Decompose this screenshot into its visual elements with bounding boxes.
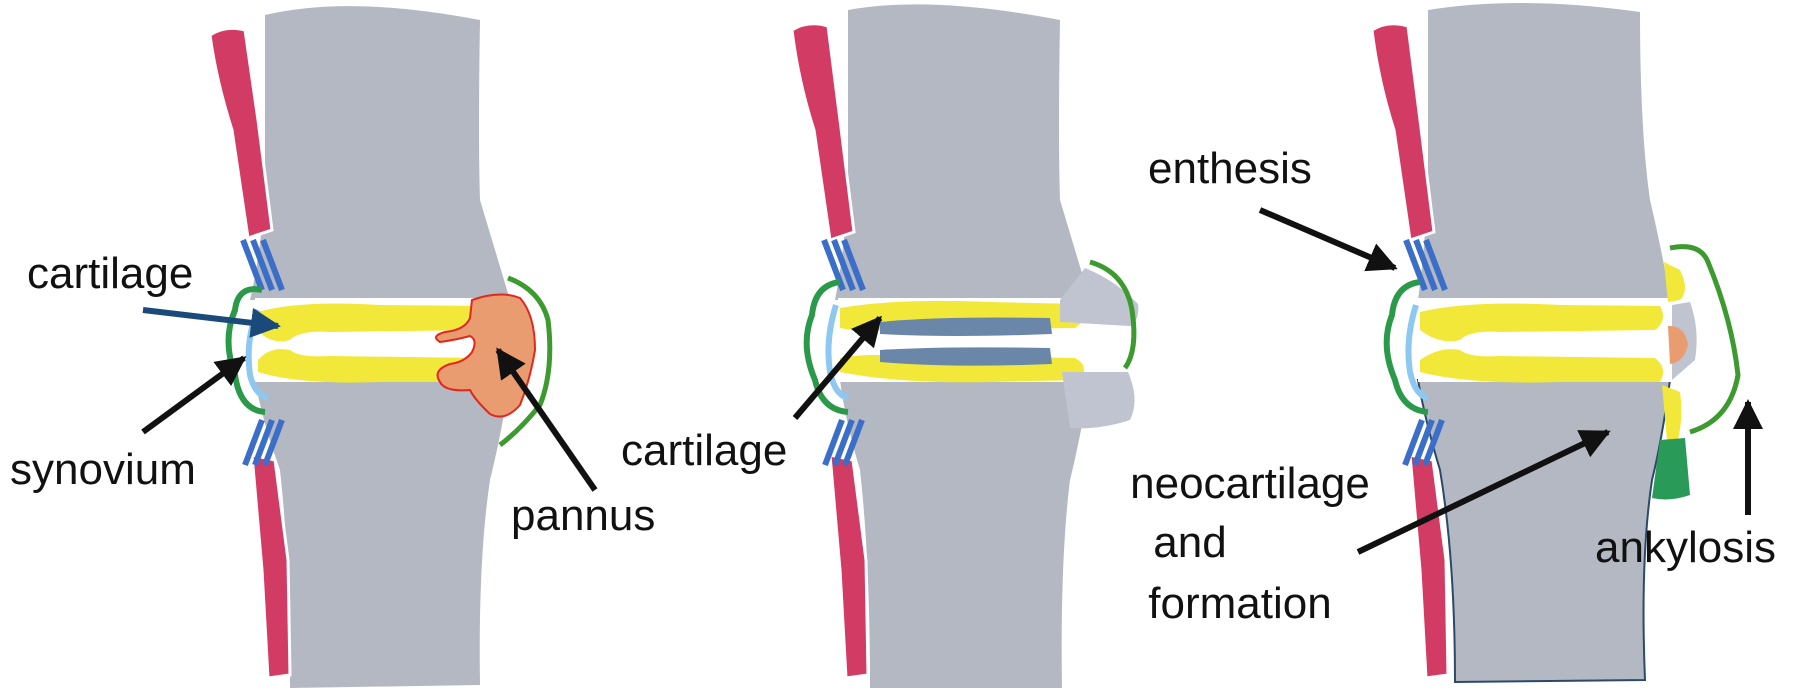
label-pannus: pannus (511, 490, 655, 542)
upper-ligament (792, 24, 854, 240)
upper-bone (835, 4, 1090, 300)
panel-3-joint (1372, 3, 1738, 682)
label-cartilage-panel2: cartilage (621, 425, 787, 477)
lower-bone (255, 380, 510, 688)
upper-bone (1418, 3, 1670, 300)
upper-ligament (1372, 24, 1434, 240)
label-neocartilage-line1: neocartilage (1110, 458, 1390, 510)
label-neocartilage-line2: and (1130, 517, 1250, 569)
panel-2-joint (792, 4, 1138, 688)
label-enthesis: enthesis (1148, 143, 1312, 195)
upper-ligament (210, 28, 272, 238)
label-cartilage-panel1: cartilage (27, 248, 193, 300)
eroded-disc-lower (880, 347, 1052, 365)
upper-bone (250, 6, 510, 300)
arrow-enthesis (1260, 210, 1395, 268)
eroded-disc-upper (880, 318, 1052, 337)
lower-bone (840, 380, 1090, 688)
panel-1-joint (210, 6, 550, 688)
arrow-synovium (143, 358, 244, 432)
label-neocartilage-line3: formation (1120, 578, 1360, 630)
label-synovium: synovium (10, 444, 196, 496)
osteophyte-lower (1062, 372, 1135, 428)
label-ankylosis: ankylosis (1595, 522, 1776, 574)
